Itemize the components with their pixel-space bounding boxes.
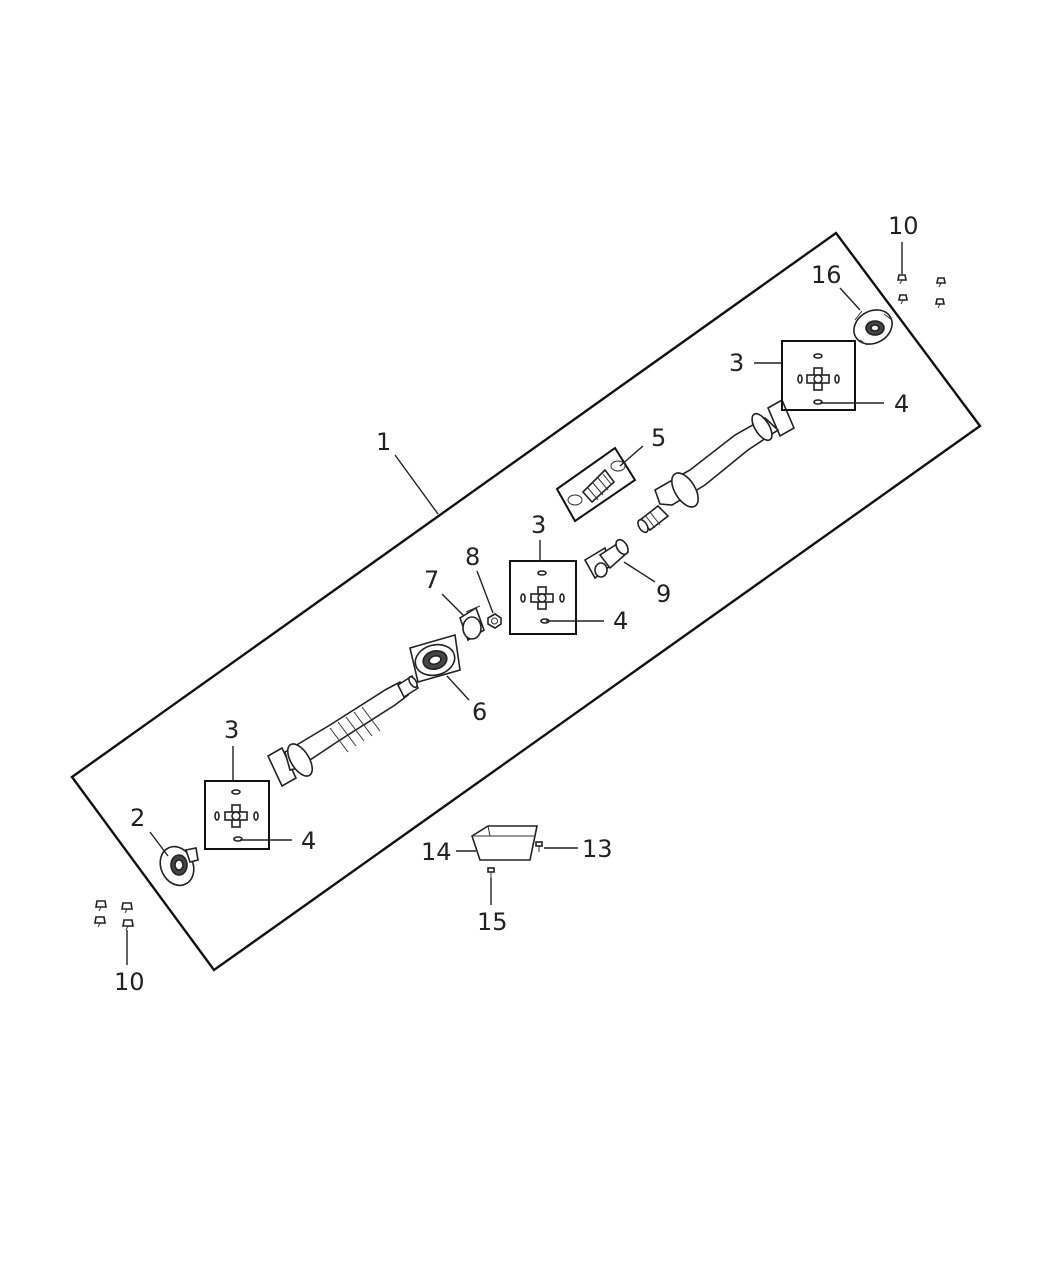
heat-shield [471,825,538,861]
leader-lines [126,242,903,965]
callout-2: 2 [130,804,145,832]
callout-15: 15 [477,908,508,936]
callout-4: 4 [894,390,909,418]
nut [487,613,502,629]
callout-16: 16 [811,261,842,289]
bolt-13 [535,841,543,852]
front-companion-flange [159,845,199,887]
callout-8: 8 [465,543,480,571]
callout-6: 6 [472,698,487,726]
callout-10: 10 [114,968,145,996]
flange-yoke [459,605,485,642]
center-bearing [409,633,461,683]
callout-7: 7 [424,566,439,594]
rear-companion-flange [853,309,893,346]
universal-joint-kit-rear [781,340,856,411]
rear-driveshaft-tube [637,398,796,534]
callout-3: 3 [531,511,546,539]
assembly-frame [70,231,982,972]
universal-joint-kit-front [204,780,270,850]
bolt-15 [487,867,495,878]
bolts-front [94,900,134,931]
slip-yoke [583,538,630,580]
callout-3: 3 [224,716,239,744]
boot-kit [555,446,637,523]
universal-joint-kit-center [509,560,577,635]
callout-1: 1 [376,428,391,456]
callout-4: 4 [301,827,316,855]
callout-4: 4 [613,607,628,635]
callout-10: 10 [888,212,919,240]
front-driveshaft-tube [266,674,420,788]
callout-13: 13 [582,835,613,863]
bolts-rear [897,274,946,309]
callout-9: 9 [656,580,671,608]
callout-5: 5 [651,424,666,452]
callout-3: 3 [729,349,744,377]
callout-14: 14 [421,838,452,866]
